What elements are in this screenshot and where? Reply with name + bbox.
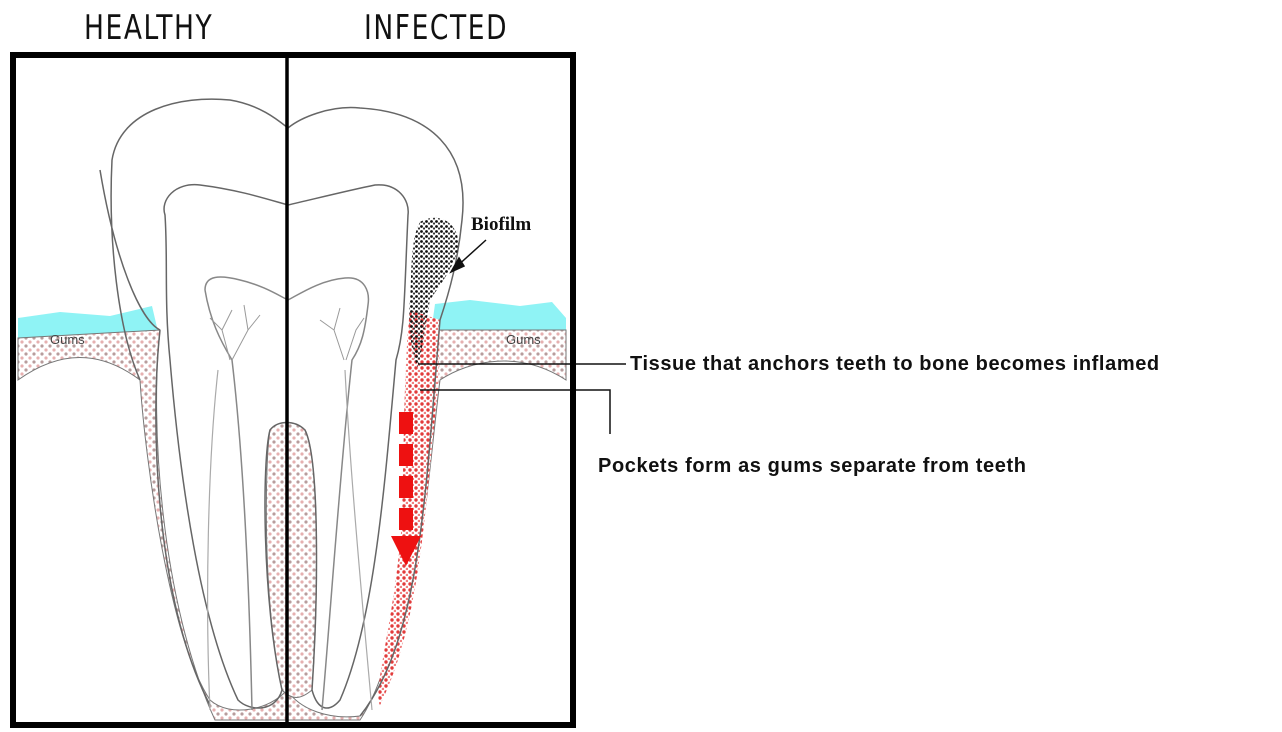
pockets-callout: Pockets form as gums separate from teeth — [598, 455, 1027, 478]
gums-label-left: Gums — [50, 332, 85, 347]
pocket-leader-line — [420, 390, 610, 434]
gums-label-right: Gums — [506, 332, 541, 347]
tissue-callout: Tissue that anchors teeth to bone become… — [630, 353, 1160, 376]
inter-root-tissue — [266, 423, 316, 698]
inflamed-tissue — [378, 310, 440, 705]
biofilm-label: Biofilm — [471, 214, 531, 236]
